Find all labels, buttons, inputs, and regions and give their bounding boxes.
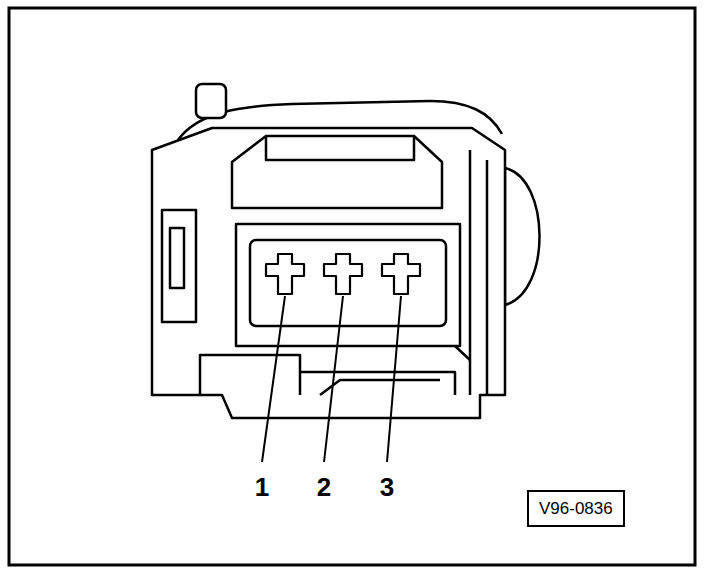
leader-lines bbox=[262, 296, 401, 462]
connector-housing bbox=[152, 84, 540, 418]
callout-number: 3 bbox=[380, 474, 394, 500]
pin-contacts bbox=[266, 254, 420, 294]
picture-frame bbox=[9, 8, 695, 565]
callout-number: 2 bbox=[317, 474, 331, 500]
reference-code: V96-0836 bbox=[539, 500, 613, 517]
reference-box: V96-0836 bbox=[527, 490, 625, 527]
callout-number: 1 bbox=[255, 474, 269, 500]
